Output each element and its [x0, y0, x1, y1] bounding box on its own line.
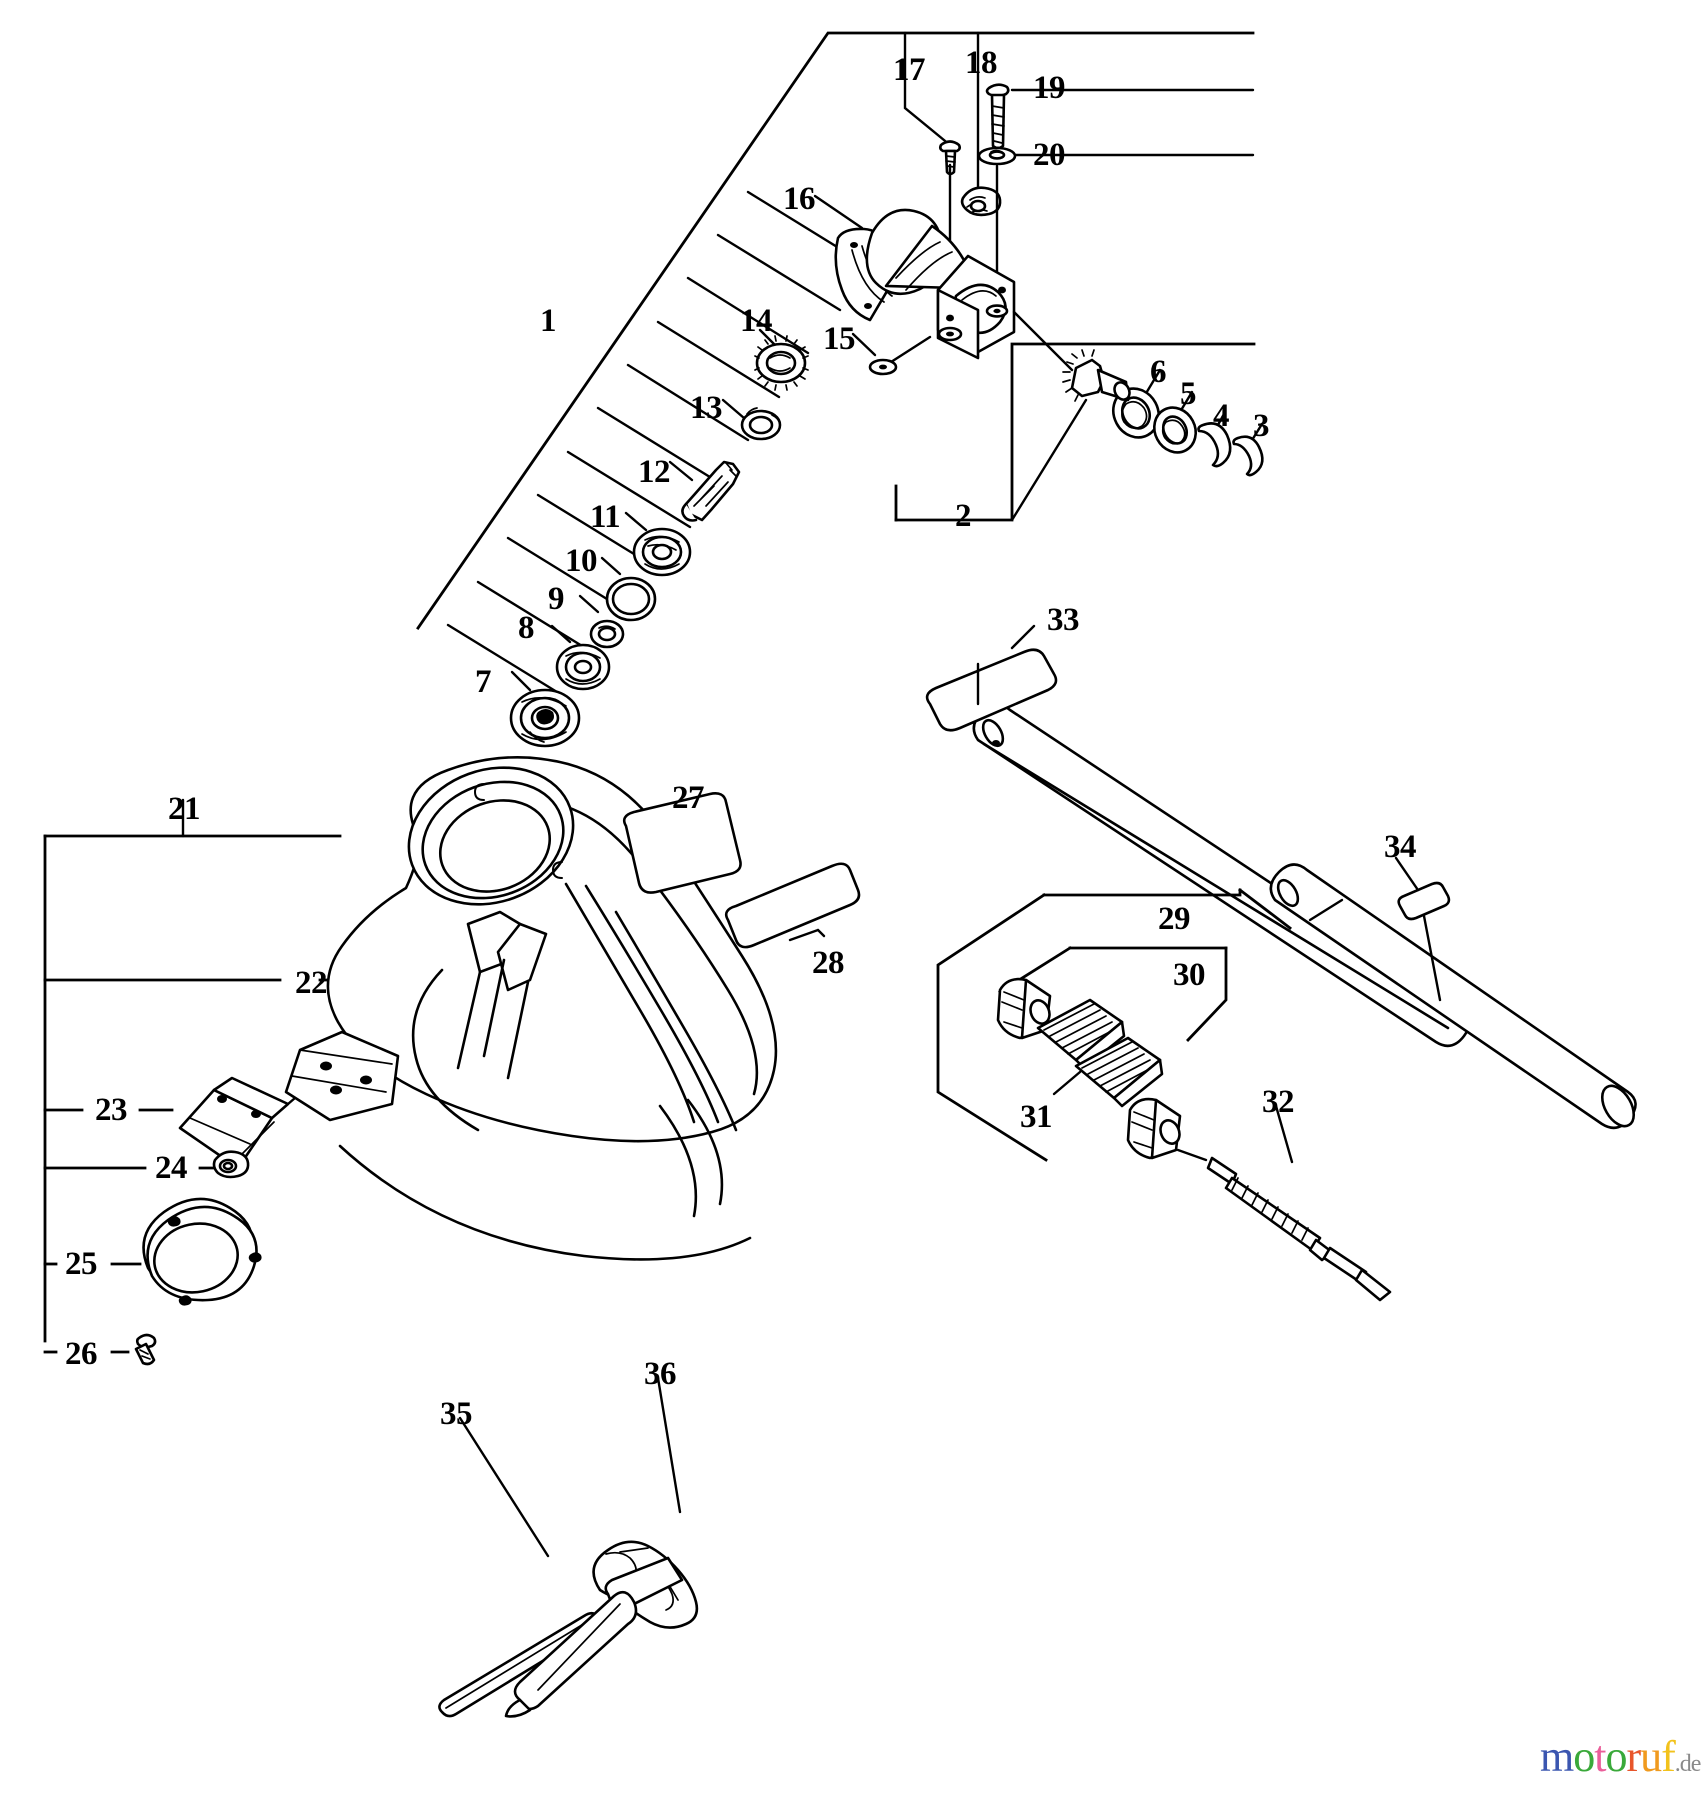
spacer-collar-9	[578, 594, 625, 649]
callout-23: 23	[95, 1092, 128, 1128]
wm-letter-m: m	[1540, 1732, 1574, 1781]
callout-1: 1	[540, 303, 557, 339]
callout-3: 3	[1253, 408, 1270, 444]
callout-20: 20	[1033, 137, 1066, 173]
bearing-holder-7	[509, 670, 581, 748]
warning-label-28	[724, 862, 861, 949]
bracket-group-21	[43, 798, 350, 1354]
o-ring-10	[600, 556, 657, 622]
flange-screw-26	[134, 1333, 157, 1366]
blade-plate-23	[178, 1066, 332, 1170]
callout-15: 15	[823, 321, 856, 357]
snap-ring-3-icon	[1232, 435, 1264, 477]
motoruf-watermark: motoruf.de	[1540, 1732, 1702, 1781]
snap-ring-13	[721, 398, 782, 441]
flat-washer-20-icon	[977, 146, 1017, 166]
wm-letter-u: u	[1640, 1732, 1662, 1781]
callout-33: 33	[1047, 602, 1080, 638]
callout-17: 17	[893, 52, 926, 88]
spline-shaft-b	[1074, 1036, 1164, 1108]
callout-24: 24	[155, 1150, 188, 1186]
callout-36: 36	[644, 1356, 677, 1392]
callout-27: 27	[672, 780, 705, 816]
warning-label-27	[622, 792, 742, 894]
callout-35: 35	[440, 1396, 473, 1432]
callout-22: 22	[295, 965, 328, 1001]
bracket-group-29-30	[936, 888, 1344, 1162]
spline-coupler-31	[996, 977, 1182, 1160]
callout-32: 32	[1262, 1084, 1295, 1120]
callout-7: 7	[475, 664, 492, 700]
callout-9: 9	[548, 581, 565, 617]
hex-bolt-19-icon	[985, 83, 1010, 150]
callout-16: 16	[783, 181, 816, 217]
washer-15	[851, 332, 932, 376]
gear-case-housing-16	[813, 194, 1016, 360]
callout-28: 28	[812, 945, 845, 981]
callout-8: 8	[518, 610, 535, 646]
leader-comb-1	[446, 190, 870, 702]
coupler-collar-right	[1126, 1097, 1182, 1160]
callout-21: 21	[168, 791, 201, 827]
wm-letter-o2: o	[1605, 1732, 1627, 1781]
callout-19: 19	[1033, 70, 1066, 106]
bevel-gear-14	[754, 328, 809, 391]
callout-12: 12	[638, 454, 671, 490]
lower-shaft-34	[1269, 856, 1637, 1130]
callout-13: 13	[690, 390, 723, 426]
nut-24	[212, 1150, 250, 1179]
flex-drive-cable-32	[1176, 1104, 1392, 1302]
bracket-group-1	[416, 31, 1256, 630]
pinion-gear	[1010, 310, 1131, 522]
wm-letter-o1: o	[1573, 1732, 1595, 1781]
callout-14: 14	[740, 303, 773, 339]
bearing-5-icon	[1153, 406, 1197, 454]
callout-10: 10	[565, 543, 598, 579]
callout-34: 34	[1384, 829, 1417, 865]
callout-4: 4	[1213, 398, 1230, 434]
flange-plate-25	[142, 1197, 262, 1306]
lock-nut-18-icon	[960, 186, 1002, 217]
wm-letter-f: f	[1661, 1732, 1676, 1781]
callout-2: 2	[955, 498, 972, 534]
wm-suffix: .de	[1674, 1751, 1702, 1777]
ball-bearing-11	[624, 511, 692, 577]
callout-25: 25	[65, 1246, 98, 1282]
wm-letter-r: r	[1626, 1732, 1641, 1781]
output-shaft-12	[668, 460, 741, 522]
t-wrench-36	[504, 1376, 699, 1718]
callout-11: 11	[590, 499, 621, 535]
lock-pin-35	[438, 1416, 602, 1718]
callout-6: 6	[1150, 354, 1167, 390]
callout-26: 26	[65, 1336, 98, 1372]
callout-5: 5	[1180, 376, 1197, 412]
ball-bearing-8	[550, 624, 611, 691]
wm-letter-t: t	[1594, 1732, 1606, 1781]
callout-18: 18	[965, 45, 998, 81]
callout-30: 30	[1173, 957, 1206, 993]
retaining-ring-4-icon	[1197, 422, 1232, 468]
callout-31: 31	[1020, 1099, 1053, 1135]
callout-29: 29	[1158, 901, 1191, 937]
